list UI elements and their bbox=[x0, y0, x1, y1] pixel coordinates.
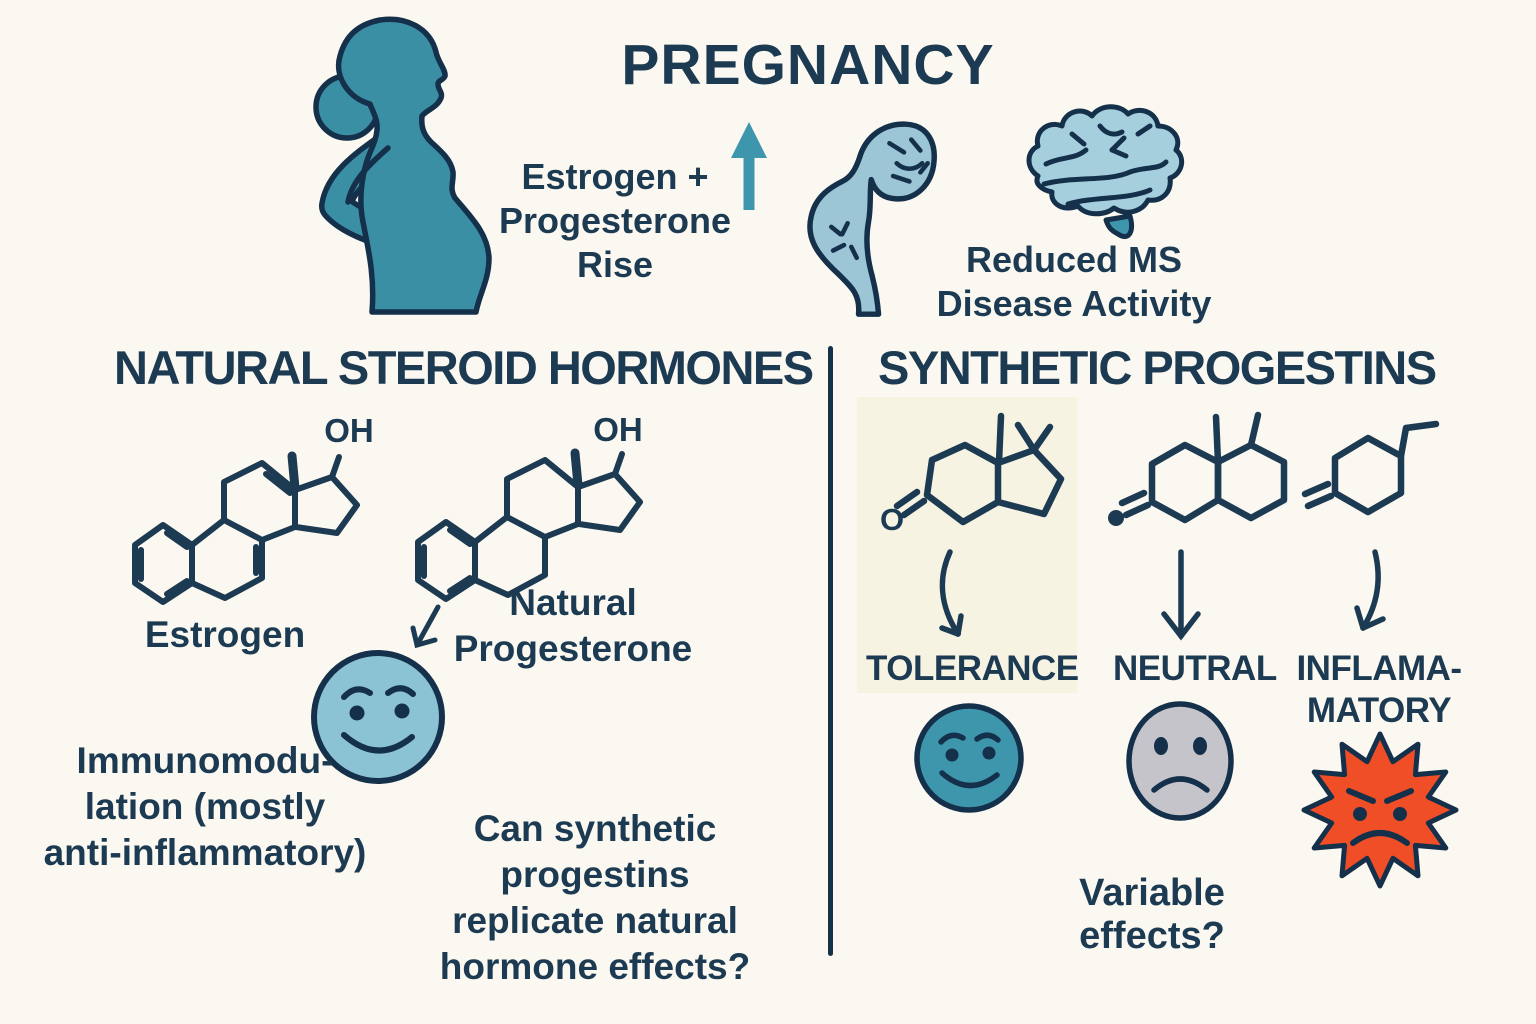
estrogen-label: Estrogen bbox=[144, 614, 306, 655]
immunomodulation-line3: anti-inflammatory) bbox=[43, 832, 367, 873]
tolerance-happy-face-icon bbox=[914, 703, 1024, 813]
variable-effects-text: Variable effects? bbox=[1079, 872, 1225, 957]
section-divider bbox=[828, 346, 833, 956]
right-panel-header: SYNTHETIC PROGESTINS bbox=[878, 341, 1437, 394]
question-line2: replicate natural bbox=[452, 900, 738, 941]
inflammatory-label: INFLAMA- MATORY bbox=[1294, 648, 1464, 732]
hormone-rise-line3: Rise bbox=[576, 244, 654, 285]
straight-arrow-icon bbox=[1161, 549, 1201, 641]
fetus-icon bbox=[807, 121, 937, 317]
page-title: PREGNANCY bbox=[621, 33, 995, 97]
pregnant-woman-icon bbox=[313, 16, 492, 315]
neutral-label: NEUTRAL bbox=[1113, 649, 1277, 688]
hormone-rise-line2: Progesterone bbox=[498, 200, 732, 241]
progesterone-label: Natural Progesterone bbox=[438, 580, 708, 672]
inflammatory-label-line1: INFLAMA- bbox=[1296, 649, 1462, 688]
neutral-sad-face-icon bbox=[1126, 701, 1234, 821]
immunomodulation-line2: lation (mostly bbox=[84, 786, 326, 827]
down-arrow-icon bbox=[410, 604, 441, 649]
question-line3: hormone effects? bbox=[439, 946, 751, 987]
curved-arrow-1-icon bbox=[939, 549, 964, 637]
hormone-rise-line1: Estrogen + bbox=[521, 156, 709, 197]
ketone-o-label: O bbox=[879, 502, 905, 537]
inflammatory-virus-icon bbox=[1301, 731, 1459, 889]
progesterone-label-line1: Natural bbox=[509, 582, 637, 623]
immunomodulation-line1: Immunomodu- bbox=[76, 740, 334, 781]
curved-arrow-3-icon bbox=[1354, 549, 1386, 631]
tolerance-label: TOLERANCE bbox=[866, 649, 1079, 688]
progesterone-oh-label: OH bbox=[593, 411, 643, 448]
estrogen-oh-label: OH bbox=[324, 412, 374, 449]
hormone-rise-text: Estrogen + Progesterone Rise bbox=[490, 155, 740, 287]
inflammatory-label-line2: MATORY bbox=[1306, 691, 1452, 730]
brain-icon bbox=[1026, 104, 1185, 240]
happy-face-icon bbox=[311, 650, 445, 784]
immunomodulation-text: Immunomodu- lation (mostly anti-inflamma… bbox=[40, 738, 370, 876]
progestin-structure-1 bbox=[893, 412, 1065, 526]
left-panel-header: NATURAL STEROID HORMONES bbox=[114, 341, 814, 394]
progesterone-label-line2: Progesterone bbox=[453, 628, 693, 669]
progestin-structure-2 bbox=[1108, 411, 1288, 526]
left-question-text: Can synthetic progestins replicate natur… bbox=[385, 806, 805, 990]
reduced-ms-text: Reduced MS Disease Activity bbox=[924, 238, 1224, 326]
estrogen-structure bbox=[132, 451, 360, 605]
up-arrow-icon bbox=[731, 122, 767, 210]
progesterone-structure bbox=[415, 448, 643, 602]
reduced-ms-line1: Reduced MS bbox=[965, 239, 1183, 280]
progestin-structure-3 bbox=[1301, 420, 1440, 516]
reduced-ms-line2: Disease Activity bbox=[936, 283, 1212, 324]
question-line1: Can synthetic progestins bbox=[473, 808, 717, 895]
